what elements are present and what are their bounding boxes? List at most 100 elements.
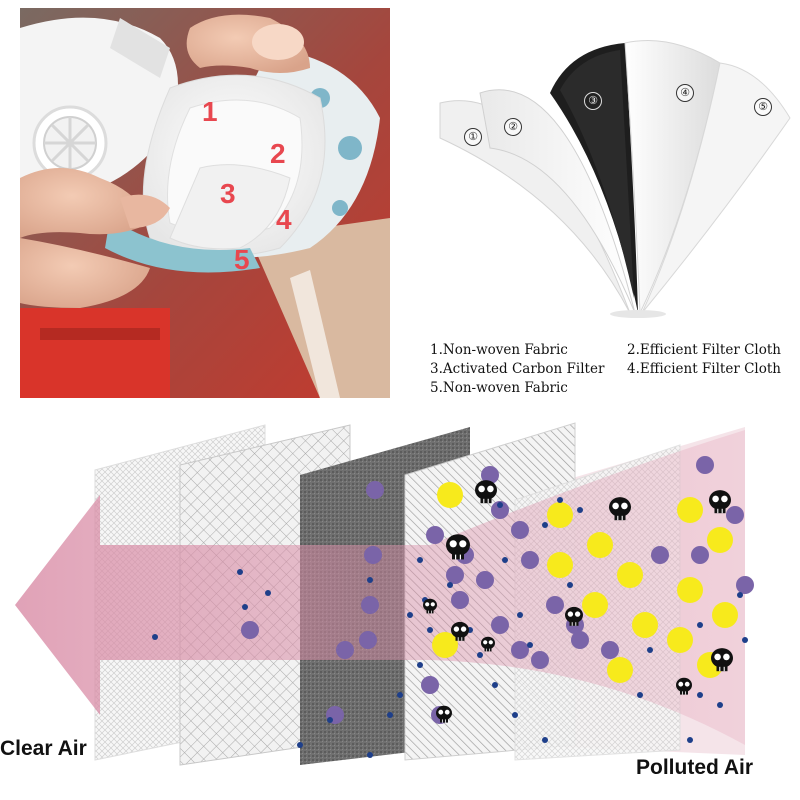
large-particle <box>607 657 633 683</box>
large-particle <box>712 602 738 628</box>
small-particle <box>237 569 243 575</box>
medium-particle <box>491 501 509 519</box>
small-particle <box>242 604 248 610</box>
legend-item-2: 2.Efficient Filter Cloth <box>627 342 781 358</box>
large-particle <box>587 532 613 558</box>
fanned-fabric-illustration <box>420 8 800 338</box>
small-particle <box>737 592 743 598</box>
large-particle <box>547 552 573 578</box>
medium-particle <box>601 641 619 659</box>
pollutant-skull-icon <box>675 677 693 695</box>
large-particle <box>617 562 643 588</box>
small-particle <box>265 590 271 596</box>
small-particle <box>397 692 403 698</box>
mask-photo-illustration <box>20 8 390 398</box>
medium-particle <box>364 546 382 564</box>
medium-particle <box>426 526 444 544</box>
small-particle <box>637 692 643 698</box>
small-particle <box>557 497 563 503</box>
clear-air-label: Clear Air <box>0 737 87 760</box>
layer-number-3: 3 <box>220 178 236 209</box>
legend-item-3: 3.Activated Carbon Filter <box>430 361 605 377</box>
small-particle <box>527 642 533 648</box>
filter-layers-diagram: ① ② ③ ④ ⑤ <box>420 8 800 338</box>
small-particle <box>417 557 423 563</box>
medium-particle <box>691 546 709 564</box>
pollutant-skull-icon <box>422 598 438 614</box>
small-particle <box>542 522 548 528</box>
small-particle <box>417 662 423 668</box>
large-particle <box>632 612 658 638</box>
small-particle <box>697 622 703 628</box>
pollutant-skull-icon <box>708 489 732 514</box>
layer-circled-number-4: ④ <box>676 84 694 102</box>
medium-particle <box>241 621 259 639</box>
small-particle <box>387 712 393 718</box>
large-particle <box>677 577 703 603</box>
small-particle <box>152 634 158 640</box>
layer-circled-number-1: ① <box>464 128 482 146</box>
layer-number-2: 2 <box>270 138 286 169</box>
small-particle <box>502 557 508 563</box>
pollutant-skull-icon <box>480 636 496 652</box>
layer-circled-number-5: ⑤ <box>754 98 772 116</box>
medium-particle <box>481 466 499 484</box>
medium-particle <box>696 456 714 474</box>
medium-particle <box>446 566 464 584</box>
small-particle <box>367 577 373 583</box>
layer-circled-number-3: ③ <box>584 92 602 110</box>
filter-layer-legend: 1.Non-woven Fabric 2.Efficient Filter Cl… <box>430 342 800 400</box>
air-particles <box>152 456 754 758</box>
large-particle <box>582 592 608 618</box>
small-particle <box>497 502 503 508</box>
large-particle <box>437 482 463 508</box>
small-particle <box>717 702 723 708</box>
layer-number-4: 4 <box>276 204 292 235</box>
small-particle <box>407 612 413 618</box>
small-particle <box>742 637 748 643</box>
medium-particle <box>476 571 494 589</box>
medium-particle <box>451 591 469 609</box>
legend-item-4: 4.Efficient Filter Cloth <box>627 361 781 377</box>
small-particle <box>517 612 523 618</box>
medium-particle <box>511 521 529 539</box>
medium-particle <box>511 641 529 659</box>
medium-particle <box>531 651 549 669</box>
large-particle <box>707 527 733 553</box>
layer-number-5: 5 <box>234 244 250 275</box>
small-particle <box>542 737 548 743</box>
polluted-air-label: Polluted Air <box>636 756 754 779</box>
small-particle <box>687 737 693 743</box>
small-particle <box>492 682 498 688</box>
medium-particle <box>421 676 439 694</box>
large-particle <box>432 632 458 658</box>
air-filtration-diagram: Clear Air Polluted Air <box>0 415 800 800</box>
small-particle <box>567 582 573 588</box>
small-particle <box>577 507 583 513</box>
medium-particle <box>651 546 669 564</box>
layer-number-1: 1 <box>202 96 218 127</box>
mask-layers-photo: 1 2 3 4 5 <box>20 8 390 398</box>
large-particle <box>667 627 693 653</box>
medium-particle <box>726 506 744 524</box>
layer-circled-number-2: ② <box>504 118 522 136</box>
large-particle <box>677 497 703 523</box>
pollutant-skull-icon <box>608 496 632 521</box>
small-particle <box>447 582 453 588</box>
legend-item-1: 1.Non-woven Fabric <box>430 342 568 358</box>
medium-particle <box>736 576 754 594</box>
small-particle <box>697 692 703 698</box>
medium-particle <box>361 596 379 614</box>
medium-particle <box>336 641 354 659</box>
medium-particle <box>366 481 384 499</box>
pollutant-skull-icon <box>474 479 498 504</box>
small-particle <box>327 717 333 723</box>
medium-particle <box>546 596 564 614</box>
medium-particle <box>521 551 539 569</box>
small-particle <box>427 627 433 633</box>
small-particle <box>477 652 483 658</box>
medium-particle <box>359 631 377 649</box>
legend-item-5: 5.Non-woven Fabric <box>430 380 568 396</box>
small-particle <box>367 752 373 758</box>
small-particle <box>647 647 653 653</box>
